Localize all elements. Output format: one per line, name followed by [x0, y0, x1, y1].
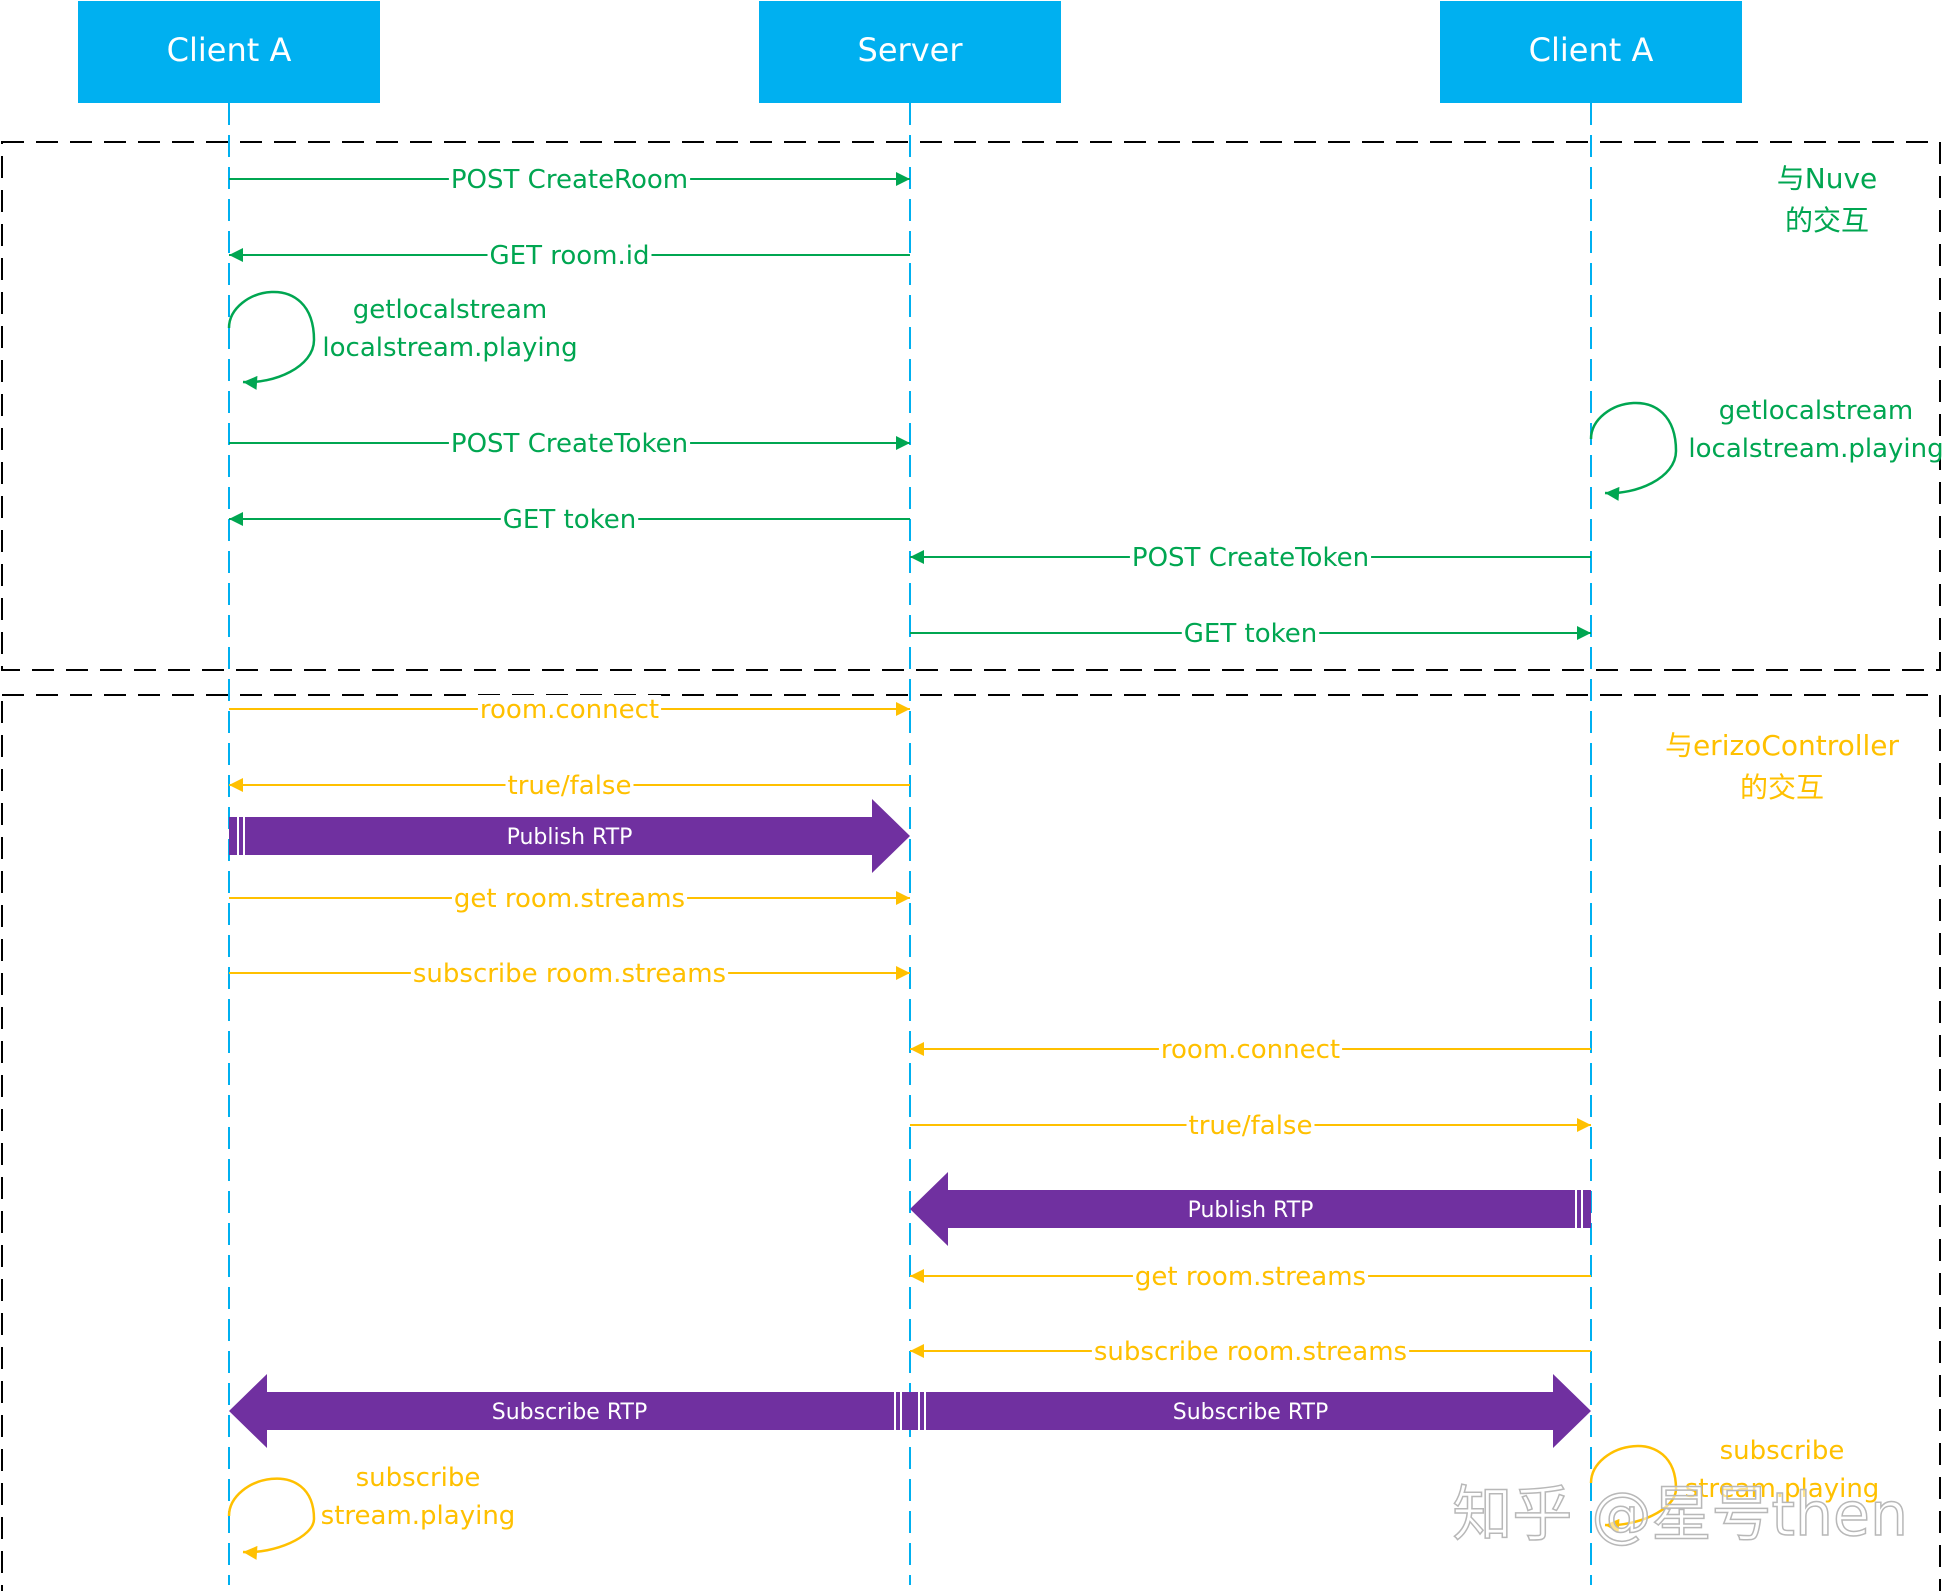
self-message: getlocalstream localstream.playing [227, 290, 578, 390]
message-label: POST CreateToken [1132, 543, 1369, 573]
message-label: POST CreateRoom [451, 165, 688, 195]
message-arrow: POST CreateToken [910, 543, 1591, 573]
erizo-section-label: 与erizoController 的交互 [1665, 729, 1900, 804]
stream-label: Publish RTP [507, 825, 633, 850]
participant-client-a-right[interactable]: Client A [1440, 1, 1742, 103]
nuve-section-label: 与Nuve 的交互 [1777, 162, 1878, 237]
participant-label: Server [858, 31, 964, 69]
participant-label: Client A [167, 31, 292, 69]
streams: Publish RTP Publish RTP Subscribe RTP Subsc… [229, 799, 1591, 1448]
message-arrow: get room.streams [910, 1262, 1591, 1292]
message-label: subscribe room.streams [413, 959, 726, 989]
message-arrow: subscribe room.streams [910, 1337, 1591, 1367]
message-arrow: GET room.id [229, 241, 910, 271]
self-message-label: getlocalstream [353, 295, 547, 325]
section-frames [1, 141, 1941, 1591]
message-label: GET room.id [490, 241, 650, 271]
message-arrow: GET token [229, 505, 910, 535]
stream-arrow: Subscribe RTP [910, 1374, 1591, 1448]
self-message-label: stream.playing [321, 1501, 516, 1531]
section-label-line: 的交互 [1785, 204, 1869, 237]
message-arrow: room.connect [910, 1035, 1591, 1065]
section-label-line: 的交互 [1740, 771, 1824, 804]
participant-label: Client A [1529, 31, 1654, 69]
message-label: POST CreateToken [451, 429, 688, 459]
stream-label: Subscribe RTP [492, 1400, 647, 1425]
message-label: GET token [1184, 619, 1317, 649]
section-label-line: 与Nuve [1777, 162, 1878, 195]
self-message: subscribe stream.playing [1589, 1436, 1880, 1533]
message-label: room.connect [480, 695, 659, 725]
watermark: 知乎 @星号then [1452, 1480, 1908, 1550]
self-message: getlocalstream localstream.playing [1589, 396, 1944, 501]
message-label: get room.streams [454, 884, 685, 914]
self-message-label: localstream.playing [1688, 434, 1943, 464]
message-arrow: POST CreateRoom [229, 165, 910, 195]
self-message: subscribe stream.playing [227, 1463, 516, 1560]
message-label: GET token [503, 505, 636, 535]
self-message-label: stream.playing [1685, 1474, 1880, 1504]
message-label: subscribe room.streams [1094, 1337, 1407, 1367]
section-label-line: 与erizoController [1665, 729, 1900, 762]
message-arrow: get room.streams [229, 884, 910, 914]
stream-arrow: Subscribe RTP [229, 1374, 910, 1448]
self-message-label: subscribe [356, 1463, 481, 1493]
stream-label: Subscribe RTP [1173, 1400, 1328, 1425]
message-label: get room.streams [1135, 1262, 1366, 1292]
stream-arrow: Publish RTP [229, 799, 910, 873]
message-arrow: GET token [910, 619, 1591, 649]
stream-arrow: Publish RTP [910, 1172, 1591, 1246]
participants: Client A Server Client A [78, 1, 1742, 103]
self-message-label: subscribe [1720, 1436, 1845, 1466]
self-message-label: getlocalstream [1719, 396, 1913, 426]
message-arrow: POST CreateToken [229, 429, 910, 459]
message-arrow: true/false [910, 1111, 1591, 1141]
message-label: room.connect [1161, 1035, 1340, 1065]
message-arrow: true/false [229, 771, 910, 801]
self-message-label: localstream.playing [322, 333, 577, 363]
message-label: true/false [1189, 1111, 1313, 1141]
participant-client-a-left[interactable]: Client A [78, 1, 380, 103]
nuve-section-frame [1, 141, 1941, 671]
message-arrow: subscribe room.streams [229, 959, 910, 989]
message-label: true/false [508, 771, 632, 801]
stream-label: Publish RTP [1188, 1198, 1314, 1223]
erizo-section-frame [1, 694, 1941, 1591]
message-arrow: room.connect [229, 695, 910, 725]
self-messages: getlocalstreamlocalstream.playinggetloca… [227, 290, 1944, 1560]
participant-server[interactable]: Server [759, 1, 1061, 103]
